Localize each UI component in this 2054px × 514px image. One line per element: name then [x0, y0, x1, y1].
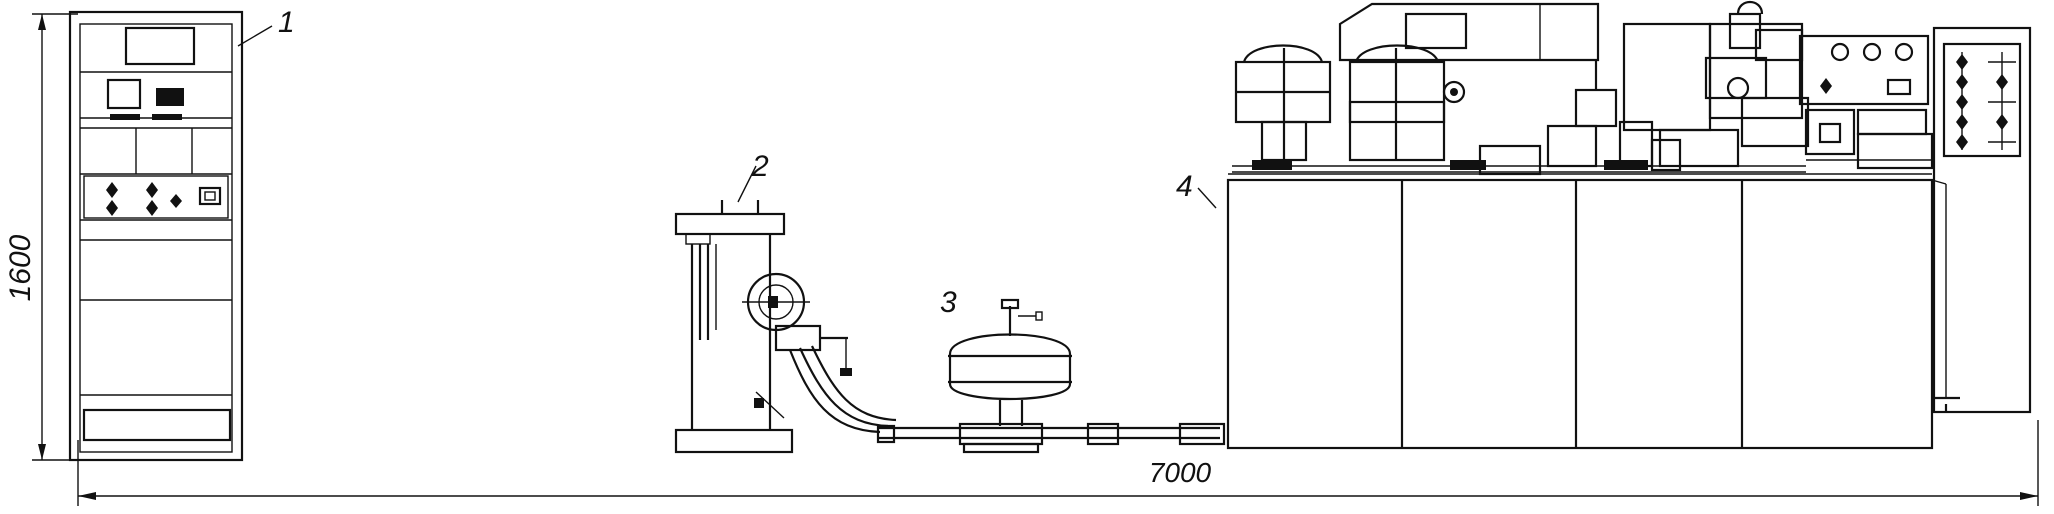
- unit-2-apparatus: 2: [674, 150, 897, 454]
- unit-3-separator: 3: [876, 286, 1226, 454]
- unit-4-main-station: 4: [1176, 0, 2032, 450]
- unit-3-label: 3: [940, 286, 957, 319]
- unit-1-label: 1: [278, 6, 295, 39]
- control-cabinet: 1: [68, 6, 295, 462]
- length-dimension-label: 7000: [1149, 457, 1212, 488]
- length-dimension: 7000: [77, 420, 2039, 506]
- height-dimension: 1600: [4, 13, 78, 461]
- unit-4-label: 4: [1176, 170, 1193, 203]
- unit-2-label: 2: [751, 150, 769, 183]
- height-dimension-label: 1600: [4, 234, 37, 301]
